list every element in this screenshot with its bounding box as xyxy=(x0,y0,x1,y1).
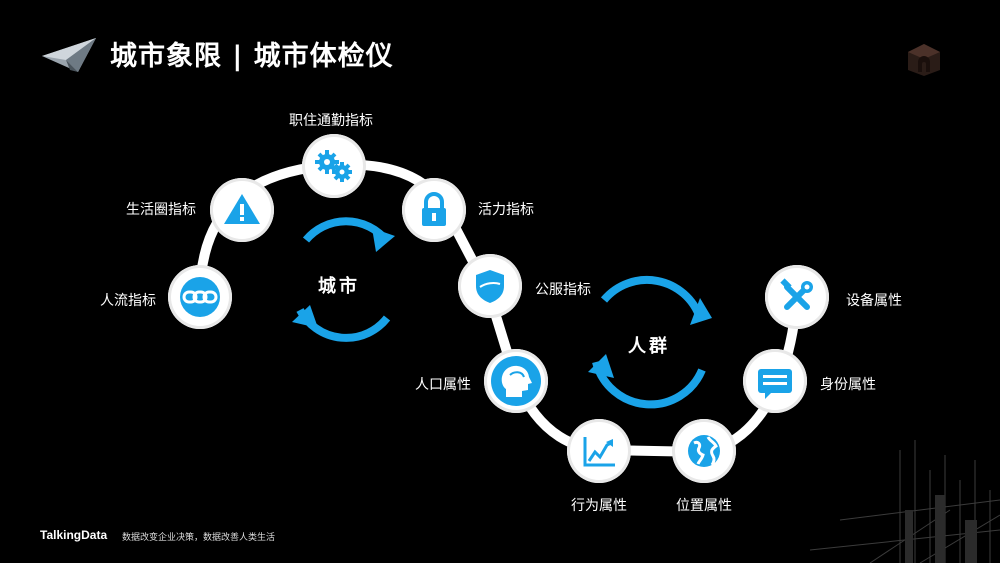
footer-brand: TalkingData xyxy=(40,528,108,542)
gears-icon xyxy=(315,150,352,182)
lock-icon xyxy=(422,192,446,226)
node-vitality[interactable] xyxy=(402,178,466,242)
node-location[interactable] xyxy=(672,419,736,483)
trend-chart-icon xyxy=(583,437,615,467)
node-label-behavior: 行为属性 xyxy=(571,498,627,514)
node-label-life-circle: 生活圈指标 xyxy=(126,202,196,218)
node-label-vitality: 活力指标 xyxy=(478,202,534,218)
footer-slogan: 数据改变企业决策，数据改善人类生活 xyxy=(122,533,276,543)
node-commute[interactable] xyxy=(302,134,366,198)
skyline-decoration xyxy=(809,440,1000,563)
page-title: 城市象限 | 城市体检仪 xyxy=(110,41,394,72)
globe-icon xyxy=(688,435,720,467)
node-label-public-service: 公服指标 xyxy=(535,282,591,298)
node-device[interactable] xyxy=(765,265,829,329)
node-label-location: 位置属性 xyxy=(676,498,732,514)
crowd-hub-label: 人群 xyxy=(628,336,670,357)
node-label-identity: 身份属性 xyxy=(820,377,876,393)
tools-icon xyxy=(780,278,813,310)
city-hub-label: 城市 xyxy=(318,276,360,297)
node-population[interactable] xyxy=(484,349,548,413)
warning-icon xyxy=(224,194,260,224)
node-public-service[interactable] xyxy=(458,254,522,318)
node-behavior[interactable] xyxy=(567,419,631,483)
node-label-commute: 职住通勤指标 xyxy=(289,113,373,129)
chain-link-icon xyxy=(180,277,220,317)
id-card-icon xyxy=(758,369,792,399)
node-life-circle[interactable] xyxy=(210,178,274,242)
node-label-crowd-flow: 人流指标 xyxy=(100,293,156,309)
node-identity[interactable] xyxy=(743,349,807,413)
head-profile-icon xyxy=(491,356,541,406)
crowd-cycle-arrows xyxy=(588,275,712,409)
node-label-device: 设备属性 xyxy=(846,293,902,309)
node-label-population: 人口属性 xyxy=(415,377,471,393)
paper-plane-logo xyxy=(42,38,96,72)
shield-icon xyxy=(476,270,504,303)
city-cycle-arrows xyxy=(292,217,395,342)
cube-logo-icon xyxy=(908,44,940,76)
node-crowd-flow[interactable] xyxy=(168,265,232,329)
